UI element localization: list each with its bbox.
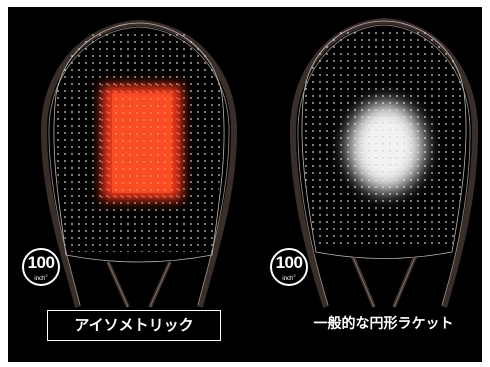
racket-comparison-illustration (40, 17, 479, 308)
right-size-unit: inch (282, 276, 294, 282)
conventional-sweet-spot (348, 102, 424, 192)
right-size-value: 100 (275, 253, 303, 272)
comparison-panel: 100 inch2 100 inch2 (8, 7, 482, 362)
isometric-label: アイソメトリック (47, 310, 221, 341)
conventional-label: 一般的な円形ラケット (313, 316, 454, 332)
left-size-value: 100 (27, 253, 55, 272)
left-size-unit-power: 2 (45, 273, 48, 278)
right-size-unit-power: 2 (293, 273, 296, 278)
isometric-racket (40, 19, 238, 308)
right-size-badge: 100 inch2 (270, 248, 308, 286)
conventional-racket (289, 17, 479, 308)
left-size-unit: inch (34, 276, 46, 282)
left-size-badge: 100 inch2 (22, 248, 60, 286)
